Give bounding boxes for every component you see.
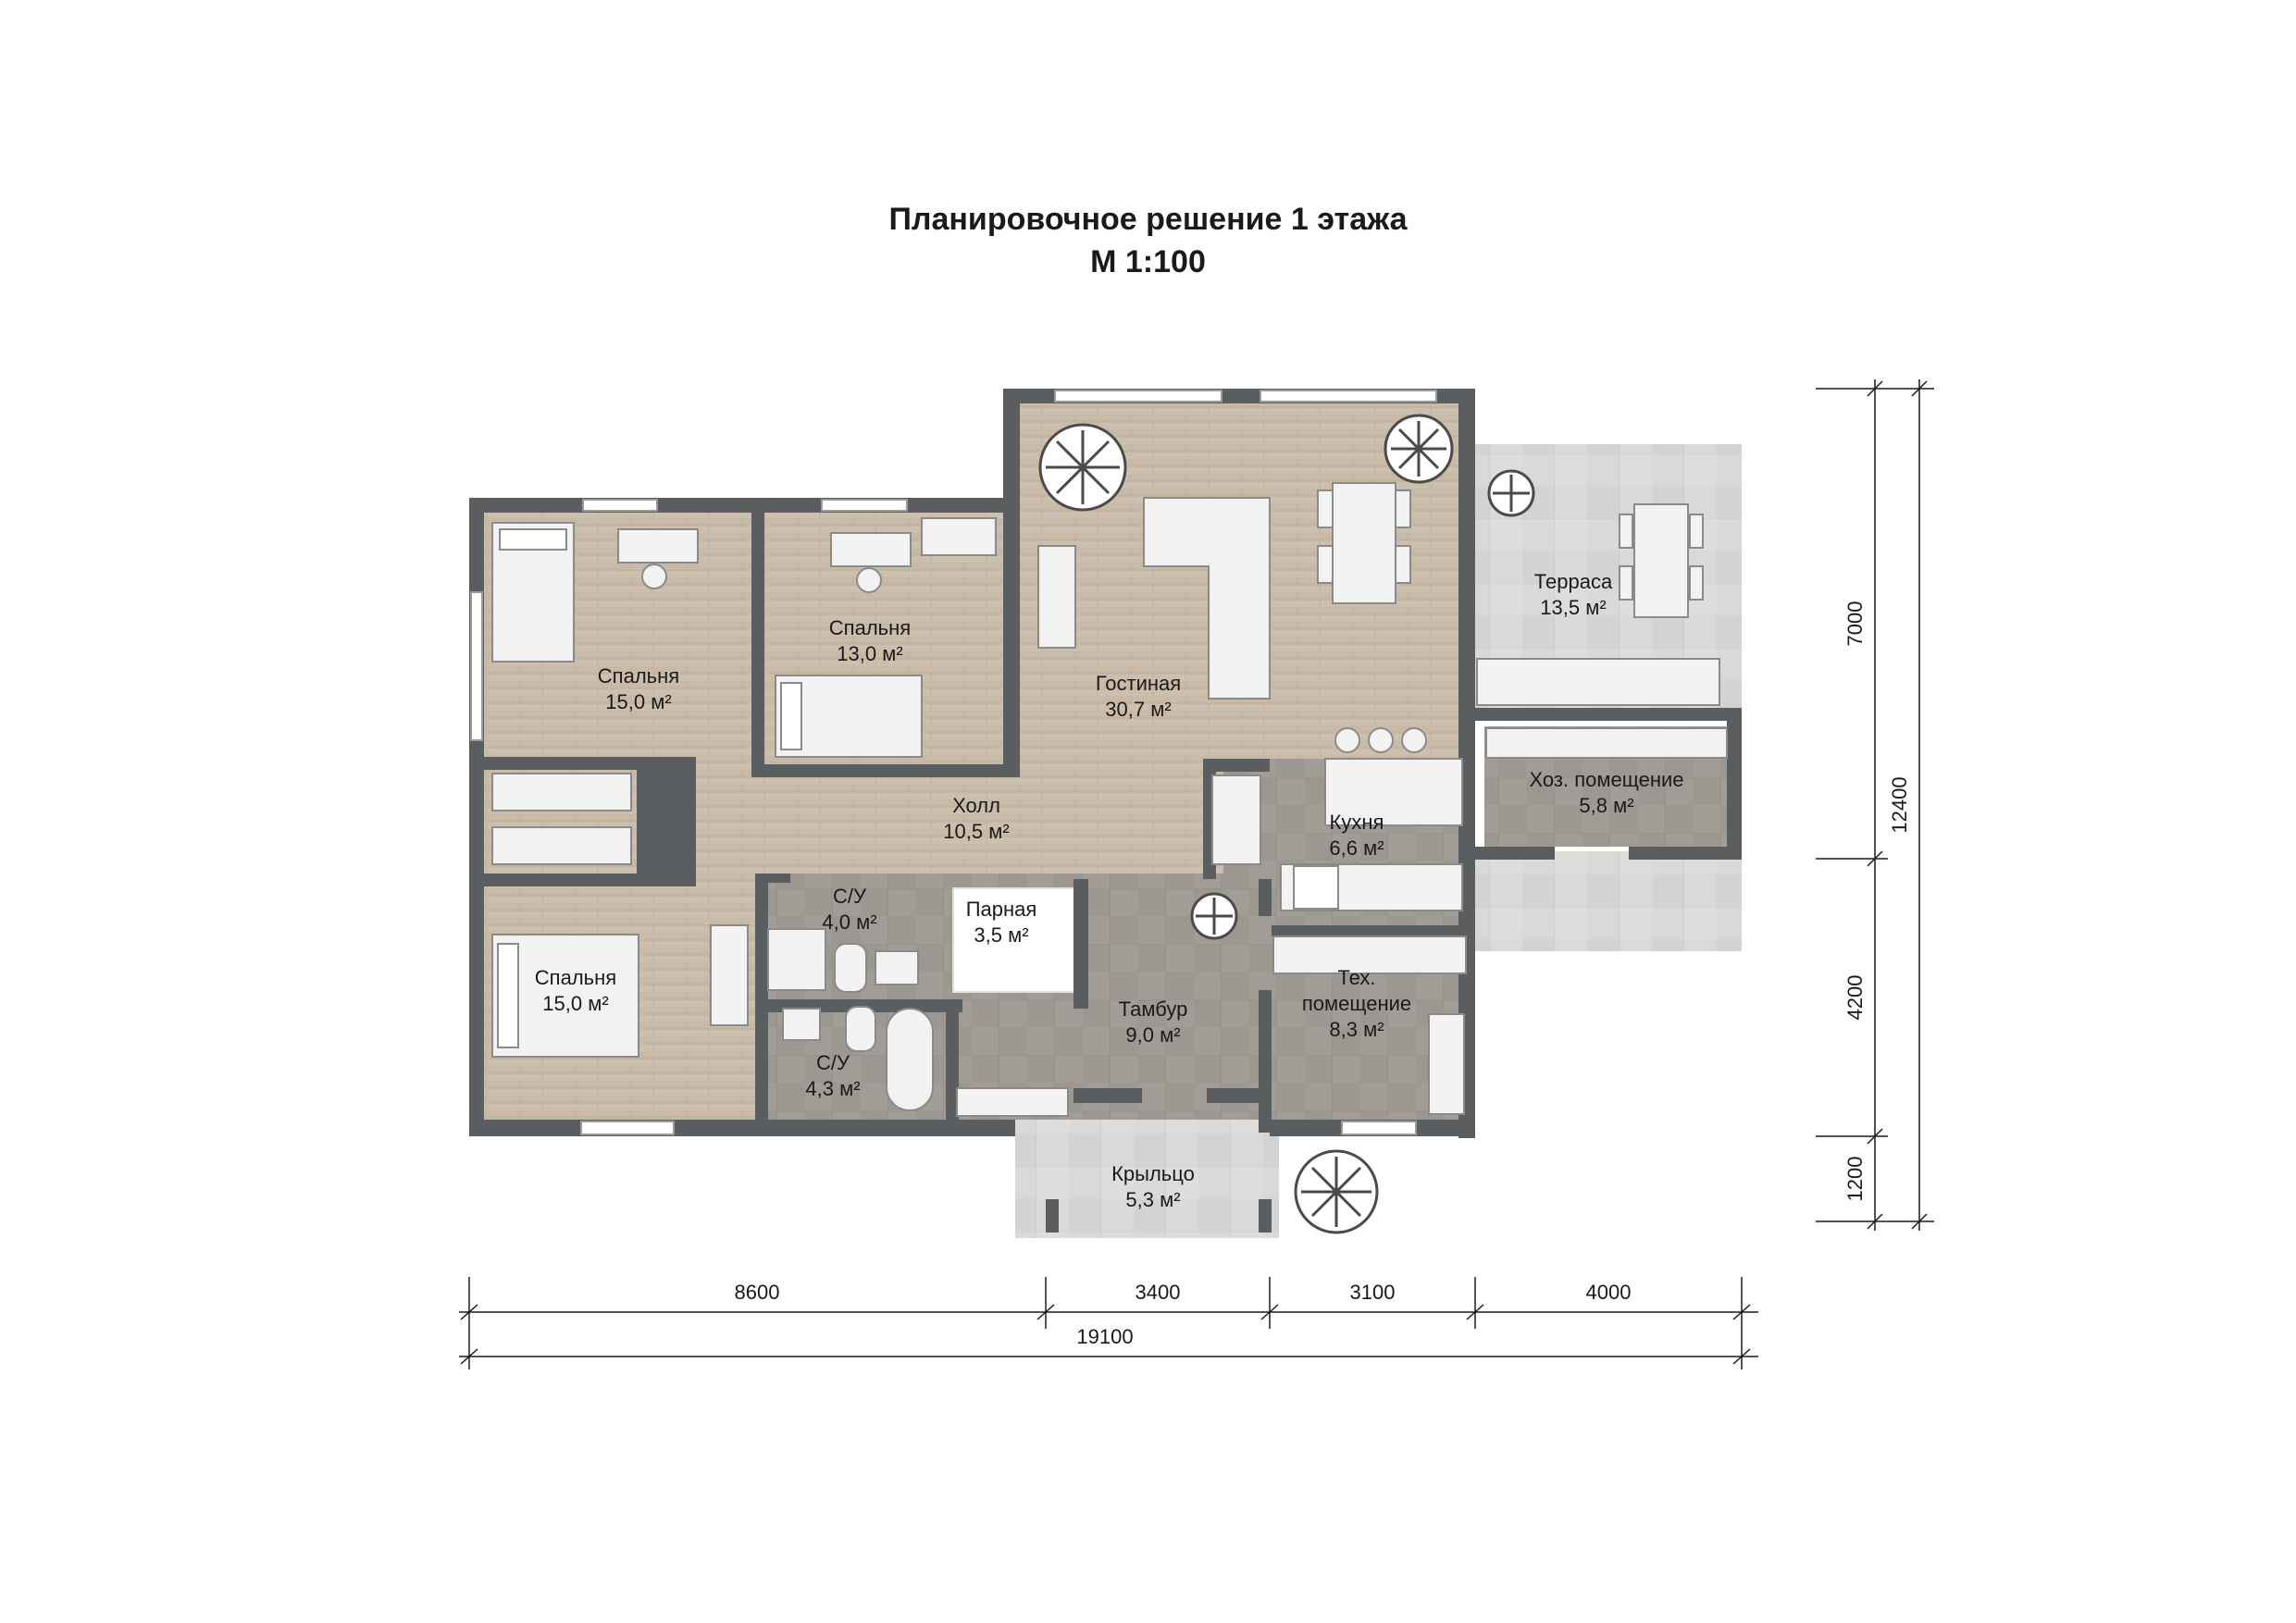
tech-shelving: [1428, 1013, 1465, 1115]
dim-width-3: 3100: [1350, 1281, 1396, 1304]
room-kitchen-area: 6,6 м²: [1329, 836, 1384, 860]
utility-yard-floor: [1470, 851, 1742, 951]
kitchen-island: [1324, 758, 1463, 826]
desk-2: [830, 532, 912, 567]
toilet-1: [834, 943, 867, 993]
dim-width-1: 8600: [735, 1281, 780, 1304]
plant-icon: [1190, 892, 1238, 940]
dim-width-4: 4000: [1586, 1281, 1632, 1304]
dresser: [710, 924, 749, 1026]
room-bedroom-1-name: Спальня: [598, 664, 679, 688]
title-block: Планировочное решение 1 этажа М 1:100: [0, 198, 2296, 283]
room-terrace-name: Терраса: [1534, 570, 1613, 593]
plant-icon: [1294, 1149, 1379, 1234]
dim-width-2: 3400: [1136, 1281, 1181, 1304]
room-living-name: Гостиная: [1096, 672, 1181, 695]
room-vestibule-name: Тамбур: [1119, 997, 1188, 1021]
dim-height-2: 4200: [1843, 975, 1867, 1021]
room-wc-1-area: 4,0 м²: [822, 911, 876, 934]
room-tech-area: 8,3 м²: [1329, 1018, 1384, 1041]
room-wc-2-name: С/У: [816, 1051, 850, 1074]
room-storage-name: Хоз. помещение: [1530, 768, 1684, 791]
windows: [470, 390, 1437, 1135]
room-wc-1-name: С/У: [833, 885, 867, 908]
dim-height-total: 12400: [1888, 776, 1911, 833]
room-sauna-area: 3,5 м²: [974, 923, 1028, 947]
room-sauna-name: Парная: [966, 898, 1037, 921]
room-vestibule-area: 9,0 м²: [1125, 1023, 1180, 1047]
plant-icon: [1487, 469, 1535, 517]
sofa: [1143, 497, 1271, 700]
room-bedroom-1-area: 15,0 м²: [605, 690, 671, 713]
room-kitchen-name: Кухня: [1330, 811, 1384, 834]
fridge: [1211, 774, 1261, 865]
sauna-bench: [952, 887, 1078, 993]
dim-height-3: 1200: [1843, 1157, 1867, 1202]
plan-title: Планировочное решение 1 этажа: [888, 202, 1408, 237]
plants: [1038, 414, 1535, 1234]
room-porch-area: 5,3 м²: [1125, 1188, 1180, 1211]
room-tech-name: Тех.: [1337, 966, 1375, 989]
dim-width-total: 19100: [1076, 1325, 1133, 1348]
room-hall-name: Холл: [952, 794, 1000, 817]
room-tech-name2: помещение: [1302, 992, 1411, 1015]
dimension-lines: [459, 379, 1934, 1369]
terrace-table: [1633, 503, 1689, 618]
basin-1: [875, 950, 919, 985]
storage-wardrobe: [1485, 727, 1728, 759]
room-hall-area: 10,5 м²: [943, 820, 1009, 843]
dining-table: [1332, 482, 1396, 604]
room-storage-area: 5,8 м²: [1579, 794, 1633, 817]
toilet-2: [845, 1006, 876, 1052]
room-living-area: 30,7 м²: [1105, 698, 1171, 721]
desk-1: [617, 528, 699, 564]
tv-stand: [1037, 545, 1076, 649]
room-terrace-area: 13,5 м²: [1540, 596, 1606, 619]
furniture: [491, 482, 1728, 1117]
dim-height-1: 7000: [1843, 601, 1867, 647]
room-bedroom-3-area: 15,0 м²: [542, 992, 608, 1015]
basin-2: [782, 1008, 821, 1041]
shower: [767, 928, 826, 991]
bathtub: [886, 1008, 934, 1111]
wardrobe-1: [491, 773, 632, 812]
tech-counter: [1272, 935, 1467, 974]
porch-floor: [1015, 1101, 1279, 1238]
room-wc-2-area: 4,3 м²: [805, 1077, 860, 1100]
wardrobe-3: [921, 517, 997, 556]
stove: [1293, 865, 1339, 910]
plan-scale: М 1:100: [1090, 244, 1206, 279]
terrace-counter: [1476, 658, 1720, 706]
wardrobe-2: [491, 826, 632, 865]
vestibule-bench: [956, 1087, 1069, 1117]
plant-icon: [1038, 423, 1127, 512]
room-bedroom-2-name: Спальня: [829, 616, 911, 639]
room-porch-name: Крыльцо: [1111, 1162, 1195, 1185]
room-bedroom-3-name: Спальня: [535, 966, 616, 989]
room-bedroom-2-area: 13,0 м²: [837, 642, 902, 665]
plant-icon: [1384, 414, 1454, 484]
